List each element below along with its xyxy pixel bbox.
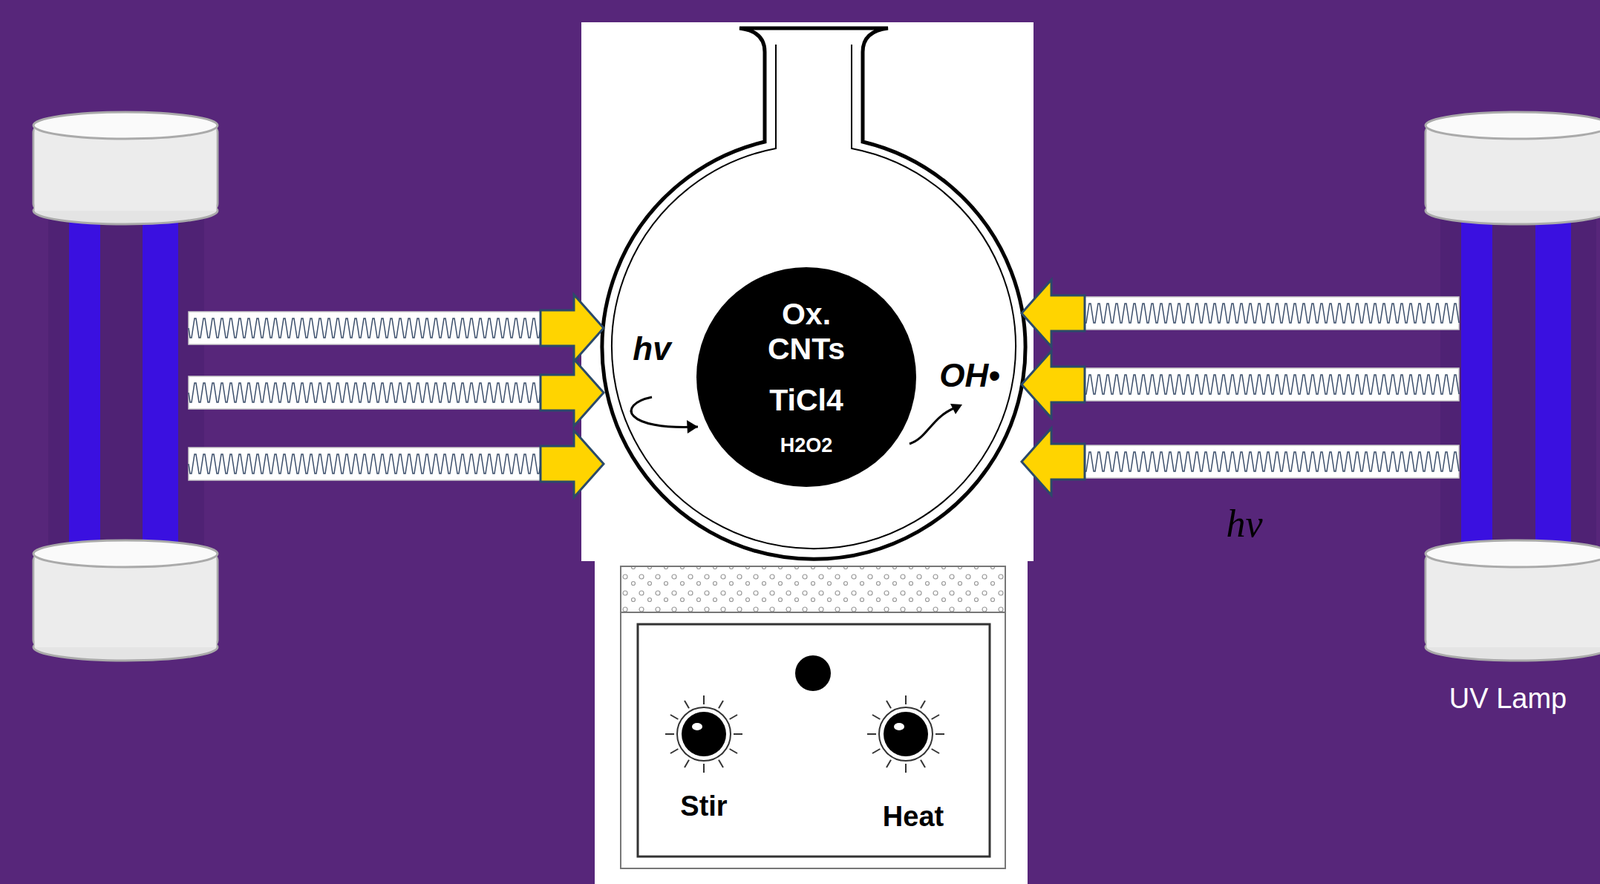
node-text: Ox. CNTs xyxy=(754,296,859,367)
knob-tick xyxy=(886,700,891,709)
control-panel xyxy=(637,624,990,857)
control-label: Stir xyxy=(680,792,727,821)
radical-label: OH• xyxy=(939,359,1000,393)
uv-wave xyxy=(188,383,541,403)
uv-wave xyxy=(1083,452,1459,472)
knob-tick xyxy=(733,733,743,736)
knob-tick xyxy=(670,714,678,720)
uv-wave xyxy=(1083,374,1459,395)
knob-tick xyxy=(684,760,690,768)
uv-wave xyxy=(188,318,541,338)
uv-tube xyxy=(1535,222,1572,554)
arrow-head xyxy=(950,403,963,415)
uv-wave-band xyxy=(1083,445,1459,479)
knob-tick xyxy=(867,733,877,736)
knob-tick xyxy=(920,700,926,709)
knob-tick xyxy=(670,749,678,754)
knob-tick xyxy=(920,760,926,768)
node-text: H2O2 xyxy=(780,434,834,458)
lamp-shadow xyxy=(1440,215,1597,557)
uv-wave-band xyxy=(1083,368,1459,401)
lamp-cap-top xyxy=(1425,540,1600,568)
knob-tick xyxy=(872,749,880,754)
knob-tick xyxy=(684,700,690,709)
hotplate-body xyxy=(620,612,1006,869)
knob-tick xyxy=(718,760,724,768)
knob-tick xyxy=(931,749,940,754)
hotplate-panel xyxy=(594,561,1028,884)
light-arrow xyxy=(1021,428,1085,496)
knob-tick xyxy=(729,749,738,754)
hv-label: hv xyxy=(1225,504,1263,544)
knob-tick xyxy=(703,763,705,773)
curved-arrow xyxy=(909,406,958,444)
lamp-label: UV Lamp xyxy=(1449,684,1567,713)
light-arrow xyxy=(540,294,604,362)
knob-tick xyxy=(905,695,907,705)
lamp-cap-top xyxy=(33,112,218,139)
lamp-shadow xyxy=(48,215,205,557)
control-label: Heat xyxy=(882,802,944,831)
knob-tick xyxy=(703,695,705,705)
knob xyxy=(681,712,727,757)
knob-tick xyxy=(905,763,907,773)
light-arrow xyxy=(1021,279,1085,347)
reaction-mixture-circle: Ox. CNTsTiCl4H2O2 xyxy=(696,267,917,488)
uv-tube xyxy=(69,222,101,554)
uv-wave xyxy=(188,454,541,474)
uv-tube xyxy=(1461,222,1493,554)
hotplate-top xyxy=(620,566,1006,613)
arrow-head xyxy=(686,420,698,434)
knob xyxy=(883,712,929,757)
knob-tick xyxy=(886,760,891,768)
flask xyxy=(602,28,1026,560)
knob-tick xyxy=(931,714,940,720)
hv-label: hv xyxy=(632,332,671,366)
node-text: TiCl4 xyxy=(769,383,844,419)
knob-tick xyxy=(718,700,724,709)
knob-tick xyxy=(729,714,738,720)
knob-tick xyxy=(872,714,880,720)
light-arrow xyxy=(1021,351,1085,419)
knob-shine xyxy=(893,723,905,731)
uv-wave-band xyxy=(188,447,541,481)
knob-shine xyxy=(691,723,703,731)
knob-tick xyxy=(935,733,945,736)
flask-panel xyxy=(581,22,1034,562)
flask-inner-line xyxy=(611,44,1016,549)
uv-wave-band xyxy=(1083,296,1459,330)
lamp-cap-top xyxy=(33,540,218,568)
uv-tube xyxy=(142,222,179,554)
light-arrow xyxy=(540,359,604,427)
uv-wave-band xyxy=(188,376,541,410)
knob-ring xyxy=(879,707,933,762)
light-arrow xyxy=(540,430,604,498)
uv-wave-band xyxy=(188,311,541,345)
lamp-cap-top xyxy=(1425,112,1600,139)
knob-ring xyxy=(677,707,731,762)
indicator-light xyxy=(795,655,831,692)
uv-wave xyxy=(1083,303,1459,323)
knob-tick xyxy=(665,733,675,736)
